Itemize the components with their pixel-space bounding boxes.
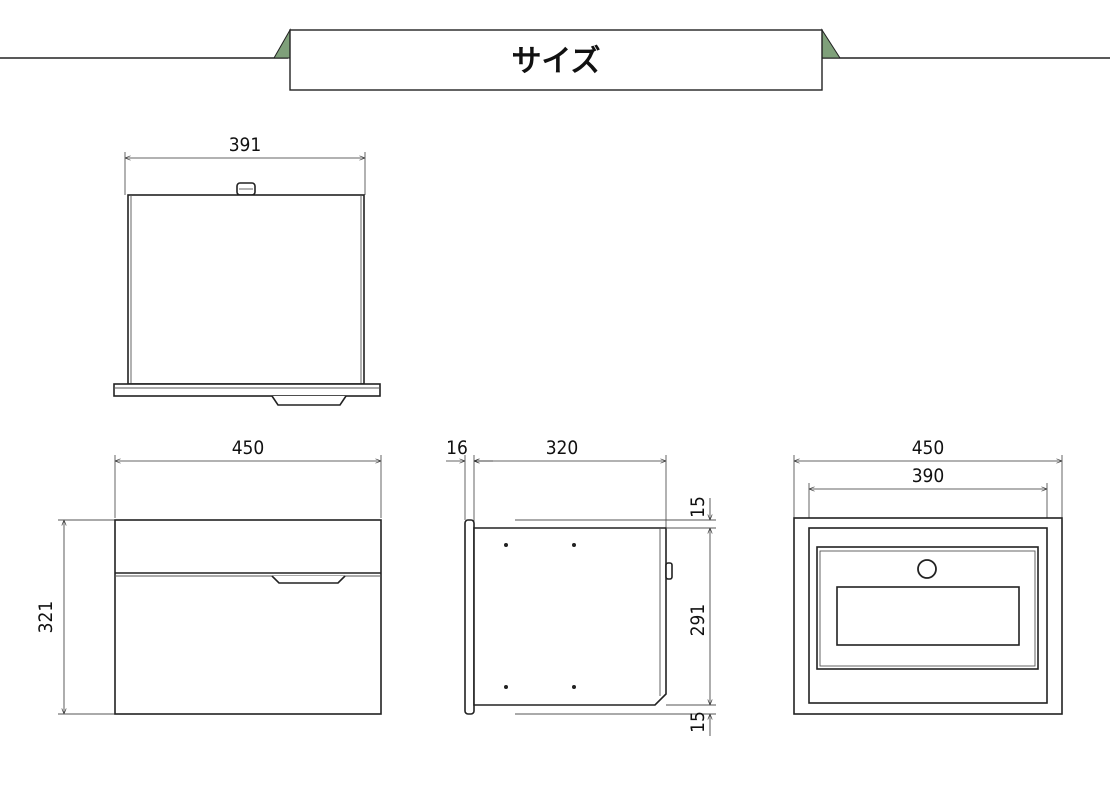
top-width-label: 391	[229, 134, 262, 156]
side-flange-label: 16	[446, 437, 468, 459]
side-screw-bottom-right	[572, 685, 576, 689]
banner-right-fold	[821, 28, 841, 59]
side-screw-bottom-left	[504, 685, 508, 689]
title-banner: サイズ	[0, 28, 1110, 91]
front-height-label: 321	[35, 601, 57, 634]
side-flange	[464, 519, 475, 715]
side-body	[473, 527, 667, 706]
top-flange	[113, 383, 381, 397]
front-view: 450 321	[35, 437, 382, 715]
side-top-gap-label: 15	[687, 496, 709, 518]
back-view: 450 390	[793, 437, 1063, 715]
top-handle	[271, 395, 347, 406]
front-handle	[271, 575, 346, 584]
side-screw-top-right	[572, 543, 576, 547]
side-view: 16 320 15 291 15	[446, 437, 716, 736]
page-title: サイズ	[511, 44, 600, 79]
side-inner-height-label: 291	[687, 604, 709, 637]
front-width-label: 450	[232, 437, 265, 459]
banner-box	[289, 29, 823, 91]
front-body	[114, 519, 382, 715]
banner-left-fold	[273, 28, 291, 59]
back-label-window	[836, 586, 1020, 646]
side-bottom-gap-label: 15	[687, 711, 709, 733]
back-outer-width-label: 450	[912, 437, 945, 459]
side-screw-top-left	[504, 543, 508, 547]
back-inner-width-label: 390	[912, 465, 945, 487]
top-view: 391	[113, 134, 381, 406]
top-body	[127, 194, 365, 385]
side-knob	[665, 562, 673, 580]
back-panel-inner	[819, 550, 1036, 667]
back-knob-hole	[917, 559, 937, 579]
side-depth-label: 320	[546, 437, 579, 459]
